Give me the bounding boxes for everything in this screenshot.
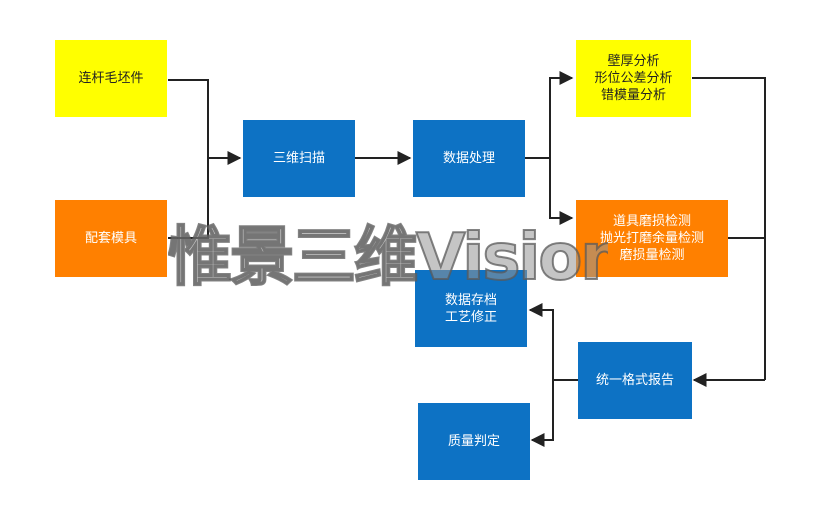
arrow-to-tool-wear bbox=[549, 158, 574, 225]
box-label: 连杆毛坯件 bbox=[78, 71, 144, 86]
box-line: 形位公差分析 bbox=[594, 71, 673, 86]
box-line: 工艺修正 bbox=[444, 309, 497, 325]
box-label: 统一格式报告 bbox=[595, 373, 674, 388]
box-3d-scan: 三维扫描 bbox=[243, 120, 355, 197]
box-data-processing: 数据处理 bbox=[413, 120, 525, 197]
box-line: 磨损量检测 bbox=[619, 248, 685, 263]
box-line: 抛光打磨余量检测 bbox=[599, 231, 704, 246]
box-unified-report: 统一格式报告 bbox=[578, 342, 692, 419]
box-quality-judgement: 质量判定 bbox=[418, 403, 530, 480]
arrow-to-archive bbox=[528, 303, 554, 380]
arrow-to-wall-analysis bbox=[549, 71, 574, 158]
box-wall-thickness-analysis: 壁厚分析 形位公差分析 错模量分析 bbox=[576, 40, 691, 117]
box-label: 数据处理 bbox=[442, 151, 495, 166]
box-data-archive: 数据存档 工艺修正 bbox=[415, 270, 527, 347]
box-line: 壁厚分析 bbox=[607, 54, 660, 69]
box-tool-wear-detection: 道具磨损检测 抛光打磨余量检测 磨损量检测 bbox=[576, 200, 728, 277]
box-line: 数据存档 bbox=[444, 292, 497, 308]
box-label: 质量判定 bbox=[447, 434, 500, 449]
connector-mold-to-scan bbox=[168, 158, 209, 239]
connector-blank-to-scan bbox=[168, 79, 209, 158]
box-label: 配套模具 bbox=[84, 231, 137, 246]
box-line: 错模量分析 bbox=[600, 88, 666, 103]
box-matching-mold: 配套模具 bbox=[55, 200, 167, 277]
box-connecting-rod-blank: 连杆毛坯件 bbox=[55, 40, 167, 117]
connector-right-loop bbox=[692, 77, 766, 380]
box-label: 三维扫描 bbox=[272, 151, 325, 166]
box-line: 道具磨损检测 bbox=[612, 214, 691, 229]
arrow-to-quality bbox=[530, 380, 554, 447]
